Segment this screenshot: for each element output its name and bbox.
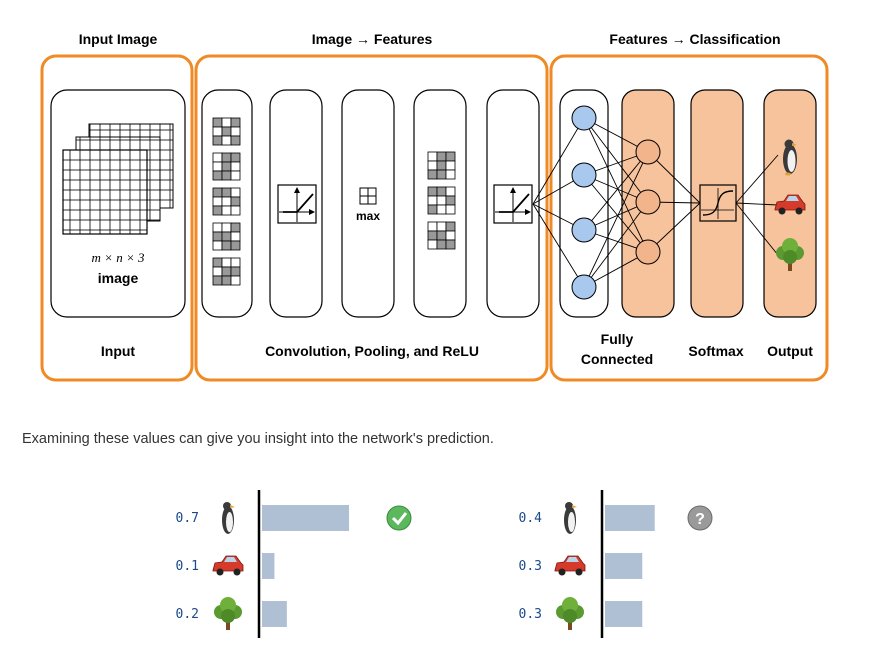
features-section-frame xyxy=(194,54,549,382)
conv-filters-1-icon xyxy=(212,117,241,286)
car-icon xyxy=(212,555,244,576)
conv-filters-2-icon xyxy=(427,151,456,250)
caption-text: Examining these values can give you insi… xyxy=(22,431,494,447)
prediction-chart-2: 0.4 0.3 0.3? xyxy=(519,490,713,638)
score-bar xyxy=(605,505,655,531)
softmax-label: Softmax xyxy=(688,343,743,359)
features-section-title: Image → Features xyxy=(312,31,433,47)
car-icon xyxy=(554,555,586,576)
fc-nodes xyxy=(571,105,597,300)
check-icon xyxy=(386,505,412,531)
score-value: 0.2 xyxy=(176,607,199,622)
input-section-frame xyxy=(40,54,194,382)
score-bar xyxy=(605,601,643,627)
score-value: 0.7 xyxy=(176,511,199,526)
tree-icon xyxy=(556,597,584,630)
output-label: Output xyxy=(767,343,813,359)
score-bar xyxy=(262,505,349,531)
input-image-label: image xyxy=(98,270,139,286)
prediction-bar-charts: 0.7 0.1 0.2 0.4 0.3 0.3? xyxy=(176,490,713,638)
penguin-icon xyxy=(783,139,797,176)
fc-label-line1: Fully xyxy=(601,331,634,347)
tree-icon xyxy=(776,238,804,271)
penguin-icon xyxy=(222,502,235,534)
score-bar xyxy=(262,553,275,579)
score-bar xyxy=(262,601,287,627)
classification-section-frame xyxy=(549,54,829,382)
relu-icon-2 xyxy=(493,184,533,224)
score-bar xyxy=(605,553,643,579)
score-value: 0.3 xyxy=(519,559,542,574)
fc-label-line2: Connected xyxy=(581,351,653,367)
max-pool-label: max xyxy=(356,209,380,223)
image-stack-icon xyxy=(62,123,174,235)
score-value: 0.4 xyxy=(519,511,543,526)
tree-icon xyxy=(214,597,242,630)
question-icon: ? xyxy=(687,505,713,531)
car-icon xyxy=(774,194,806,215)
max-pool-icon xyxy=(359,187,377,205)
input-bottom-label: Input xyxy=(101,343,136,359)
svg-text:?: ? xyxy=(695,511,705,528)
score-value: 0.3 xyxy=(519,607,542,622)
prediction-chart-1: 0.7 0.1 0.2 xyxy=(176,490,412,638)
input-dimensions: m × n × 3 xyxy=(92,250,145,265)
cnn-diagram: Input Image Image → Features Features → … xyxy=(40,31,829,382)
relu-icon xyxy=(277,184,317,224)
hidden-nodes xyxy=(635,139,661,265)
features-bottom-label: Convolution, Pooling, and ReLU xyxy=(265,343,479,359)
classification-section-title: Features → Classification xyxy=(609,31,780,47)
score-value: 0.1 xyxy=(176,559,199,574)
softmax-icon xyxy=(699,184,737,222)
input-section-title: Input Image xyxy=(79,31,158,47)
penguin-icon xyxy=(564,502,577,534)
